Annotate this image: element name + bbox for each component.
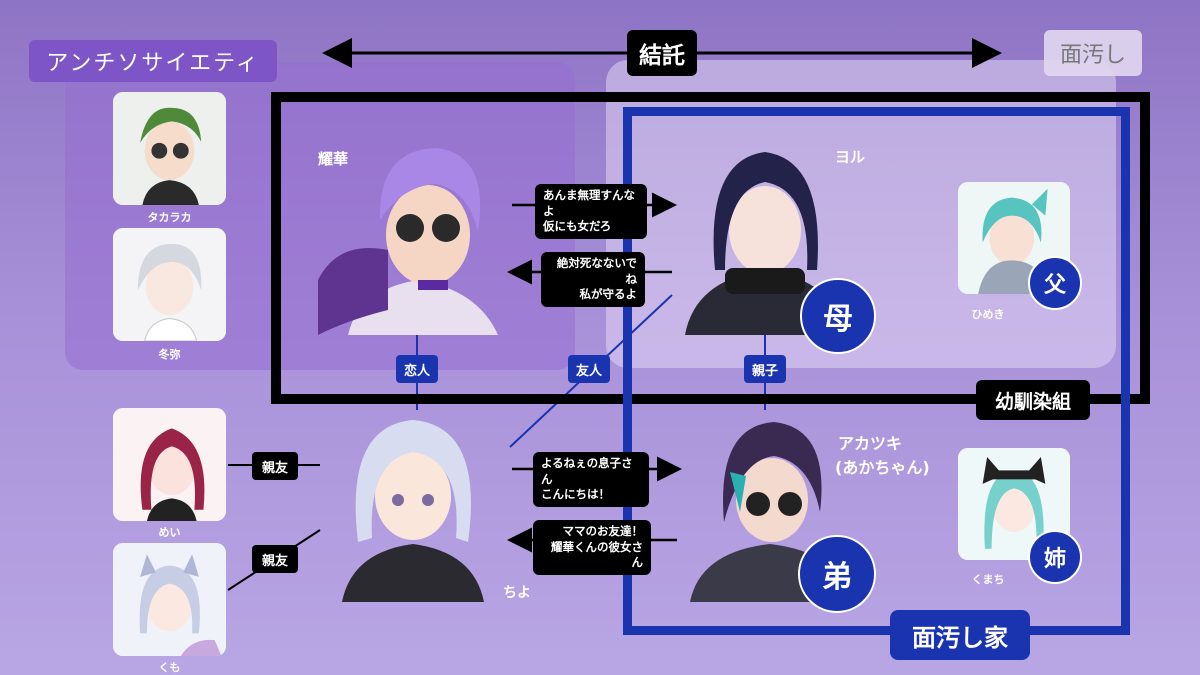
- label-yoka: 耀華: [318, 150, 349, 168]
- avatar-toya-art: [113, 228, 226, 341]
- role-otouto: 弟: [798, 535, 876, 613]
- kettaku-tag: 結託: [627, 30, 697, 76]
- avatar-kumo: [113, 543, 226, 656]
- osananajimi-frame: [271, 92, 1150, 404]
- role-ane: 姉: [1028, 530, 1082, 584]
- bubble-line: あんま無理すんなよ: [543, 188, 635, 218]
- avatar-toya: [113, 228, 226, 341]
- mendoshi-tag: 面汚し: [1044, 30, 1142, 76]
- bubble-akatsuki-to-chiyo: ママのお友達！ 耀華くんの彼女さん: [533, 520, 651, 575]
- bubble-line: よるねぇの息子さん: [541, 456, 633, 486]
- relation-koibito: 恋人: [396, 355, 438, 383]
- caption-kumachi: くまち: [971, 573, 1005, 586]
- anti-society-tag: アンチソサイエティ: [29, 40, 277, 82]
- avatar-himeki-art: [958, 182, 1070, 294]
- label-akatsuki: アカツキ: [838, 434, 903, 453]
- bubble-line: 絶対死なないでね: [556, 256, 637, 286]
- avatar-kumachi-art: [958, 448, 1070, 560]
- relation-oyako: 親子: [744, 355, 786, 383]
- avatar-mei-art: [113, 408, 226, 521]
- bubble-line: ママのお友達！: [562, 524, 644, 538]
- caption-takaraka: タカラカ: [147, 211, 192, 224]
- avatar-kumo-art: [113, 543, 226, 656]
- bubble-chiyo-to-akatsuki: よるねぇの息子さん こんにちは！: [533, 452, 649, 507]
- avatar-takaraka-art: [113, 92, 226, 205]
- bubble-line: こんにちは！: [541, 487, 610, 502]
- relation-shinyu-mei: 親友: [252, 452, 298, 480]
- role-haha: 母: [800, 278, 876, 354]
- avatar-takaraka: [113, 92, 226, 205]
- relation-yujin: 友人: [568, 355, 610, 383]
- bubble-yoru-to-yoka: 絶対死なないでね 私が守るよ: [541, 252, 645, 307]
- relation-shinyu-kumo: 親友: [252, 545, 298, 573]
- bubble-line: 私が守るよ: [579, 287, 638, 302]
- label-akatsuki-sub: (あかちゃん): [835, 458, 930, 477]
- label-yoru: ヨル: [835, 148, 866, 166]
- bubble-yoka-to-yoru: あんま無理すんなよ 仮にも女だろ: [535, 184, 647, 239]
- avatar-chiyo: [328, 412, 498, 602]
- avatar-yoka-art: [318, 148, 498, 335]
- mendoshi-family-tag: 面汚し家: [890, 610, 1030, 660]
- bubble-line: 耀華くんの彼女さん: [551, 539, 643, 570]
- avatar-chiyo-art: [342, 420, 484, 602]
- mendoshi-family-frame: [623, 107, 1130, 635]
- caption-kumo: くも: [158, 661, 181, 674]
- caption-toya: 冬弥: [158, 348, 181, 361]
- osananajimi-tag: 幼馴染組: [976, 380, 1090, 420]
- avatar-mei: [113, 408, 226, 521]
- caption-mei: めい: [158, 526, 181, 539]
- caption-himeki: ひめき: [971, 308, 1005, 321]
- label-chiyo: ちよ: [503, 585, 531, 601]
- avatar-yoka: [318, 140, 518, 335]
- role-chichi: 父: [1028, 256, 1082, 310]
- bubble-line: 仮にも女だろ: [543, 219, 612, 234]
